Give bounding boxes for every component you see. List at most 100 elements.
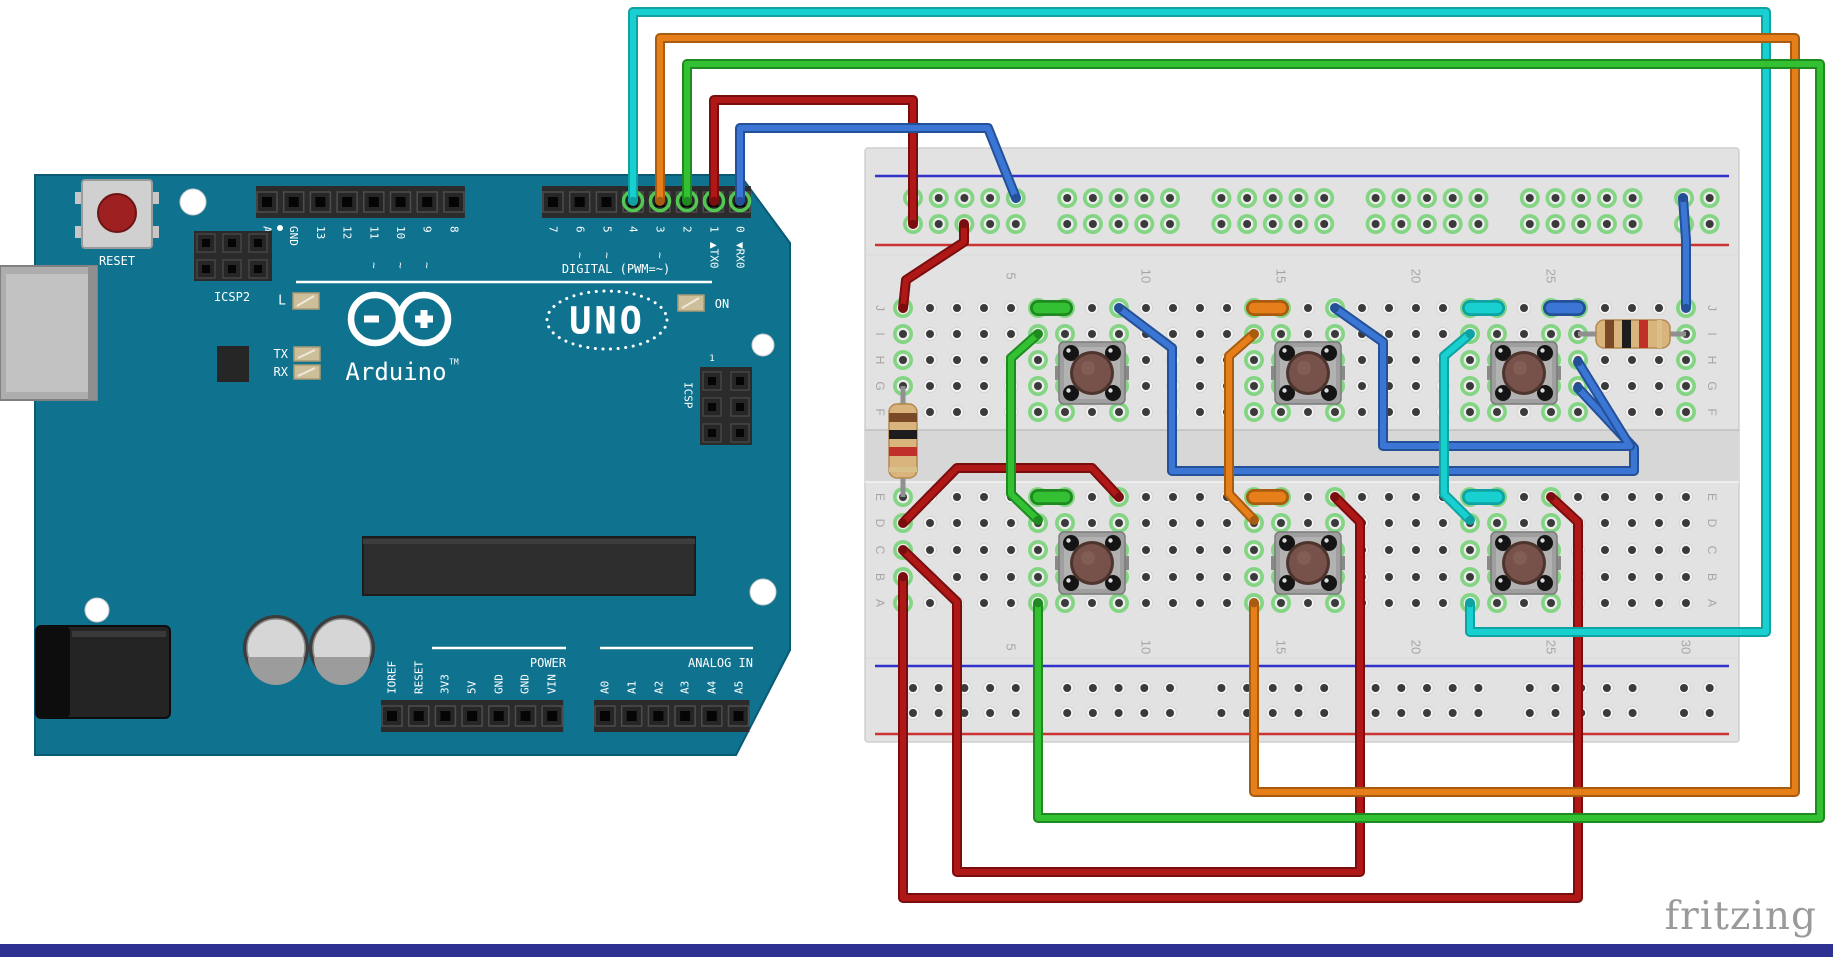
push-button[interactable] — [1271, 341, 1345, 405]
leg-glint — [1324, 538, 1329, 543]
hole — [1412, 330, 1420, 338]
wire-core — [657, 35, 1798, 795]
power-caption: POWER — [530, 656, 567, 670]
hole — [1680, 709, 1688, 717]
hole — [1412, 599, 1420, 607]
hole — [926, 304, 934, 312]
hole — [1602, 194, 1611, 202]
push-button[interactable] — [1055, 341, 1129, 405]
row-letter: F — [1705, 408, 1719, 415]
hole — [1474, 220, 1483, 228]
wire-core — [630, 9, 1769, 635]
leg-glint — [1108, 388, 1113, 393]
row-letter: J — [1705, 305, 1719, 311]
pwm-tilde: ~ — [394, 262, 407, 269]
hole — [1294, 684, 1303, 692]
hole — [1169, 573, 1177, 581]
hole — [1320, 194, 1329, 202]
hole — [934, 709, 943, 717]
led — [293, 364, 321, 380]
uno-oval — [545, 289, 669, 351]
pin-hole — [368, 197, 379, 207]
hole — [1423, 684, 1431, 692]
brand-tm: TM — [449, 358, 459, 367]
resistor-stripe — [889, 447, 917, 456]
button-tab — [1339, 556, 1345, 570]
hole — [926, 599, 934, 607]
push-button[interactable] — [1487, 341, 1561, 405]
resistor — [888, 386, 918, 497]
hole — [1142, 573, 1150, 581]
push-button[interactable] — [1487, 531, 1561, 595]
hole — [1250, 408, 1258, 416]
push-button[interactable] — [1271, 531, 1345, 595]
hole — [1371, 220, 1380, 228]
leg-glint — [1066, 578, 1071, 583]
row-letter: I — [1705, 332, 1719, 335]
pin-label: 2 — [681, 226, 694, 233]
brand-label: Arduino — [345, 358, 446, 386]
column-number: 30 — [1679, 640, 1694, 654]
hole — [1601, 519, 1609, 527]
leg-glint — [1498, 388, 1503, 393]
column-number: 10 — [1139, 640, 1154, 654]
push-button[interactable] — [1055, 531, 1129, 595]
hole — [1169, 546, 1177, 554]
hole — [1217, 684, 1226, 692]
reset-button[interactable] — [75, 179, 159, 249]
hole — [960, 194, 969, 202]
hole — [1063, 709, 1072, 717]
hole — [1196, 599, 1204, 607]
hole — [1466, 356, 1474, 364]
pin-hole — [520, 711, 531, 721]
pin-hole — [600, 711, 610, 721]
wire-core — [1332, 305, 1633, 449]
hole — [980, 546, 988, 554]
hole — [1142, 519, 1150, 527]
row-letter: E — [873, 493, 887, 501]
hole — [1474, 684, 1483, 692]
wire-end — [1249, 515, 1259, 525]
button-tab — [1055, 556, 1061, 570]
pin-header — [256, 186, 465, 218]
hole — [1439, 599, 1447, 607]
hole — [953, 330, 961, 338]
hole — [1268, 220, 1277, 228]
capacitor — [309, 615, 375, 685]
hole — [1358, 356, 1366, 364]
mounting-hole — [179, 188, 207, 216]
pin-label: 3 — [654, 226, 667, 233]
wire-end — [1465, 329, 1475, 339]
column-number: 5 — [1004, 272, 1019, 279]
hole — [1061, 330, 1069, 338]
leg-glint — [1324, 348, 1329, 353]
row-letter: G — [873, 381, 887, 390]
hole — [1011, 684, 1020, 692]
row-letter: D — [873, 519, 887, 528]
wire-core — [1680, 195, 1689, 311]
pin-hole — [601, 197, 612, 207]
hole — [1520, 304, 1528, 312]
wire-blue-pin0-to-rail — [735, 123, 1021, 206]
hole — [1223, 304, 1231, 312]
hole — [1217, 709, 1226, 717]
pin-label: 0 — [734, 226, 747, 233]
hole — [1320, 709, 1329, 717]
reset-notch — [75, 226, 83, 238]
reset-notch — [151, 192, 159, 204]
cap-highlight — [1297, 551, 1311, 565]
hole — [1682, 519, 1690, 527]
hole — [1602, 684, 1611, 692]
usb-edge — [88, 266, 97, 400]
hole — [926, 519, 934, 527]
hole — [1114, 709, 1123, 717]
hole — [1525, 709, 1534, 717]
hole — [1385, 493, 1393, 501]
wire-end — [898, 518, 908, 528]
hole — [1166, 709, 1174, 717]
hole — [1547, 519, 1555, 527]
hole — [1601, 599, 1609, 607]
hole — [1547, 599, 1555, 607]
pin-hole — [733, 711, 744, 721]
hole — [1088, 408, 1096, 416]
